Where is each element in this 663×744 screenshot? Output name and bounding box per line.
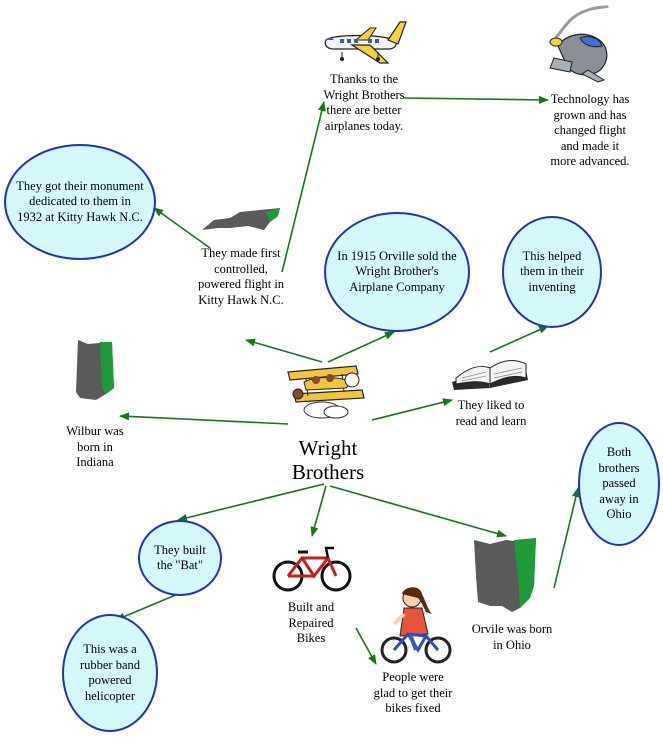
arrow-to-technology	[403, 95, 549, 104]
bubble-sold-company: In 1915 Orville sold the Wright Brother'…	[324, 212, 470, 332]
bubble-helped-inventing: This helped them in their inventing	[502, 216, 602, 328]
label-bikes: Built and Repaired Bikes	[287, 600, 335, 645]
airplane-icon	[324, 21, 407, 64]
arrow-to-passed-ohio	[553, 487, 580, 589]
center-title: Wright Brothers	[291, 436, 365, 484]
arrow-to-bikes	[310, 485, 327, 537]
bubble-monument: They got their monument dedicated to the…	[4, 144, 156, 260]
arrow-to-read-learn	[371, 398, 453, 421]
arrow-to-wilbur-indiana	[119, 412, 289, 425]
arrow-to-glad-bikes	[355, 627, 377, 665]
arrow-to-orville-ohio	[329, 485, 507, 538]
bicycle-icon	[272, 546, 352, 592]
bubble-built-bat: They built the "Bat"	[138, 520, 222, 596]
arrow-to-helped-inventing	[489, 325, 549, 353]
arrow-to-built-bat	[177, 483, 325, 522]
label-better-airplanes: Thanks to the Wright Brothers there are …	[323, 72, 405, 133]
label-technology: Technology has grown and has changed fli…	[550, 92, 630, 168]
label-wilbur-indiana: Wilbur was born in Indiana	[66, 424, 124, 469]
arrow-to-monument	[153, 207, 211, 249]
label-first-flight: They made first controlled, powered flig…	[197, 246, 285, 307]
girl-on-bike-icon	[380, 587, 452, 664]
indiana-map-icon	[76, 340, 114, 400]
bubble-rubber-band: This was a rubber band powered helicopte…	[62, 614, 158, 732]
bubble-passed-ohio: Both brothers passed away in Ohio	[578, 422, 660, 546]
label-read-learn: They liked to read and learn	[455, 398, 527, 428]
ohio-map-icon	[474, 538, 536, 612]
arrow-to-first-flight	[245, 338, 323, 363]
label-glad-bikes: People were glad to get their bikes fixe…	[373, 670, 453, 715]
north-carolina-map-icon	[202, 208, 280, 230]
arrow-to-sold-company	[327, 331, 395, 363]
arrow-to-rubber-band	[115, 593, 179, 621]
jet-icon	[549, 4, 610, 83]
arrow-to-better-airplanes	[281, 101, 326, 273]
open-book-icon	[452, 360, 528, 390]
biplane-icon	[287, 365, 365, 419]
label-orville-ohio: Orvile was born in Ohio	[471, 622, 553, 652]
